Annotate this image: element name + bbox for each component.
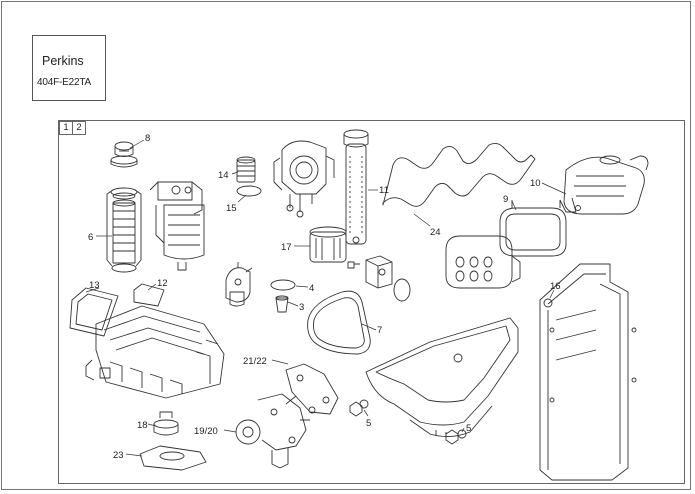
callout-4[interactable]: 4	[309, 283, 314, 294]
part-gasket-small[interactable]	[133, 283, 165, 307]
title-block: Perkins 404F-E22TA	[32, 35, 106, 101]
part-fuel-filter-head[interactable]	[273, 140, 335, 218]
part-air-filter-element[interactable]	[499, 200, 567, 257]
part-oil-sump[interactable]	[365, 317, 519, 438]
callout-21-22[interactable]: 21/22	[243, 356, 267, 367]
leader-4	[295, 285, 309, 288]
callout-11[interactable]: 11	[379, 185, 389, 196]
leader-18	[147, 423, 157, 427]
part-rocker-cover-gasket[interactable]	[382, 142, 536, 207]
leader-5b	[461, 427, 465, 433]
callout-5-upper[interactable]: 5	[366, 418, 371, 429]
part-oil-filter[interactable]	[309, 226, 347, 263]
part-gasket-large[interactable]	[69, 287, 119, 337]
callout-12[interactable]: 12	[157, 278, 168, 289]
parts-diagram-frame: 1 2	[58, 120, 685, 484]
page-tab-1[interactable]: 1	[59, 121, 73, 135]
leader-9	[511, 200, 517, 211]
part-drive-belt[interactable]	[307, 290, 371, 355]
callout-6[interactable]: 6	[88, 232, 93, 243]
part-air-cleaner-housing[interactable]	[559, 155, 649, 215]
leader-21-22	[271, 359, 289, 365]
part-drain-plug-1[interactable]	[349, 399, 369, 417]
leader-15	[237, 194, 247, 203]
leader-10	[541, 182, 567, 195]
part-air-cleaner-cover[interactable]	[445, 235, 521, 289]
part-fuel-lift-pump[interactable]	[225, 262, 253, 307]
callout-10[interactable]: 10	[530, 178, 541, 189]
part-water-pump-gasket[interactable]	[285, 363, 339, 415]
leader-13	[85, 287, 100, 293]
part-water-pump[interactable]	[235, 393, 310, 469]
leader-3	[287, 301, 299, 307]
engine-model: 404F-E22TA	[37, 77, 91, 88]
part-thermostat-gasket[interactable]	[139, 445, 207, 471]
part-fuel-filter-assembly[interactable]	[106, 181, 205, 273]
part-oil-sensor-block[interactable]	[347, 255, 411, 302]
callout-3[interactable]: 3	[299, 302, 304, 313]
part-filter-o-ring[interactable]	[236, 185, 262, 197]
leader-12	[147, 283, 157, 291]
part-oil-filler-cap[interactable]	[110, 141, 138, 168]
callout-5-lower[interactable]: 5	[466, 423, 471, 434]
callout-14[interactable]: 14	[218, 170, 229, 181]
page-tab-2[interactable]: 2	[72, 121, 86, 135]
leader-23	[125, 453, 143, 457]
part-drain-plug-2[interactable]	[445, 429, 467, 445]
callout-23[interactable]: 23	[113, 450, 124, 461]
callout-19-20[interactable]: 19/20	[194, 426, 218, 437]
part-inline-filter[interactable]	[236, 156, 256, 183]
leader-24	[413, 213, 431, 227]
part-fuel-level-sender[interactable]	[343, 129, 369, 245]
brand-name: Perkins	[42, 54, 84, 68]
callout-17[interactable]: 17	[281, 242, 292, 253]
callout-18[interactable]: 18	[137, 420, 148, 431]
leader-14	[231, 171, 239, 175]
part-thermostat[interactable]	[153, 411, 179, 436]
callout-15[interactable]: 15	[226, 203, 237, 214]
leader-16	[549, 289, 555, 299]
part-intake-manifold[interactable]	[85, 305, 225, 399]
part-side-cover[interactable]	[539, 263, 637, 481]
part-pump-o-ring[interactable]	[270, 279, 296, 291]
leader-5a	[363, 409, 369, 417]
leader-19-20	[223, 429, 237, 433]
callout-7[interactable]: 7	[377, 325, 382, 336]
callout-8[interactable]: 8	[145, 133, 150, 144]
leader-7	[361, 323, 377, 331]
callout-9[interactable]: 9	[503, 194, 508, 205]
callout-13[interactable]: 13	[89, 280, 100, 291]
callout-16[interactable]: 16	[550, 281, 561, 292]
leader-8	[129, 139, 145, 149]
callout-24[interactable]: 24	[430, 227, 441, 238]
part-pump-cup[interactable]	[275, 295, 289, 313]
